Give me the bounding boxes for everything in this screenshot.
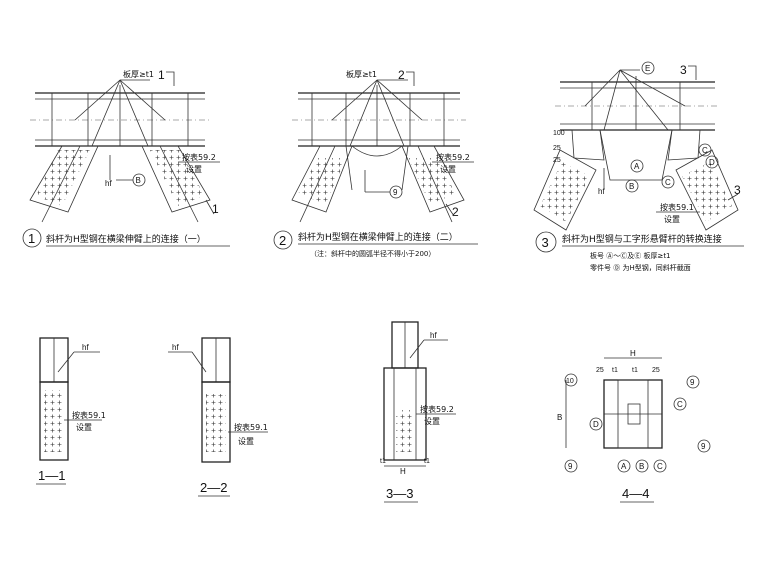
bubble-a-3 [630,159,644,173]
section-1-1-label: 1—1 [38,468,65,483]
bubble-c-s44b-label: C [657,462,663,471]
bubble-d-3-label: D [709,158,715,167]
bubble-b-3 [625,179,639,193]
detail-2-num: 2 [279,233,286,248]
bubble-c-3b [661,175,675,189]
detail-1-marker [22,228,42,248]
bubble-d-s44 [589,417,603,431]
dim-25-b: 25 [553,157,561,164]
bubble-9-s44b [564,459,578,473]
detail-1-title: 斜杆为H型钢在横梁伸臂上的连接（一） [46,233,206,245]
bubble-a-s44 [617,459,631,473]
bubble-9-s44a-label: 9 [690,378,695,387]
detail-3: E 3 3 100 25 25 A B C D C hf 按表59.1 设置 3… [533,61,744,272]
bubble-e-label: E [645,64,650,73]
dim-t1-s33-b: t1 [424,458,430,465]
section-4-4-label: 4—4 [622,486,649,501]
section-3-3-label: 3—3 [386,486,413,501]
detail-3-title: 斜杆为H型钢与工字形悬臂杆的转换连接 [562,233,722,245]
section-3-3: hf 按表59.2 设置 t1 t1 H 3—3 [380,321,456,503]
ref-table-591-s11: 按表59.1 [72,410,106,420]
bubble-c-3b-label: C [665,178,671,187]
detail-2-title: 斜杆为H型钢在横梁伸臂上的连接（二） [298,231,458,243]
dim-h-s33: H [400,467,406,476]
bubble-9-2-label: 9 [393,188,398,197]
weld-hf-s33: hf [430,331,437,340]
weld-hf-3: hf [598,187,605,196]
bubble-a-s44-label: A [621,462,627,471]
dim-t1-s33-a: t1 [380,458,386,465]
bubble-d-s44-label: D [593,420,599,429]
section-1-1: hf 按表59.1 设置 1—1 [36,337,106,485]
detail-1-num: 1 [28,231,35,246]
cut-mark-2-bottom: 2 [452,205,459,219]
bubble-d-3 [705,155,719,169]
ref-table-592-s33: 按表59.2 [420,404,454,414]
setting-s22: 设置 [238,436,254,446]
detail-3-marker [535,231,557,253]
cut-mark-1-bottom: 1 [212,202,219,216]
bubble-b-1-label: B [136,176,141,185]
bubble-9-s44c [697,439,711,453]
bubble-c-s44a-label: C [677,400,683,409]
setting-2: 设置 [440,164,456,174]
cut-mark-2-top: 2 [398,68,405,82]
detail-3-num: 3 [542,235,549,250]
bubble-c-3-label: C [702,146,708,155]
weld-hf-s22: hf [172,343,179,352]
ref-table-591-s22: 按表59.1 [234,422,268,432]
bubble-9-2 [389,185,403,199]
bubble-a-3-label: A [634,162,640,171]
dim-25-a: 25 [553,145,561,152]
dim-100: 100 [553,130,565,137]
dim-t1-s44b: t1 [632,367,638,374]
weld-hf-1: hf [105,179,112,188]
dim-25-s44b: 25 [652,367,660,374]
bubble-9-s44b-label: 9 [568,462,573,471]
bubble-9-s44c-label: 9 [701,442,706,451]
dim-b-s44: B [557,413,562,422]
bubble-10 [564,373,578,387]
bubble-e [641,61,655,75]
cut-mark-3-top: 3 [680,63,687,77]
detail-2-marker [273,230,293,250]
ref-table-591-3: 按表59.1 [660,202,694,212]
section-4-4: H 25 t1 t1 25 B 10 9 9 9 C D A B C 4—4 [557,349,711,503]
detail-3-note: 板号 Ⓐ～Ⓒ及Ⓔ 板厚≥t1 [590,251,671,260]
section-2-2: hf 按表59.1 设置 2—2 [168,337,268,497]
plate-thickness-label-2: 板厚≥t1 [346,69,377,79]
dim-t1-s44a: t1 [612,367,618,374]
setting-s33: 设置 [424,416,440,426]
setting-s11: 设置 [76,422,92,432]
ref-table-592-1: 按表59.2 [182,152,216,162]
plate-thickness-label-1: 板厚≥t1 [123,69,154,79]
detail-2: 板厚≥t1 2 2 9 按表59.2 设置 2 斜杆为H型钢在横梁伸臂上的连接（… [273,68,478,258]
cut-mark-3-right: 3 [734,183,741,197]
detail-2-note: （注：斜杆中的圆弧半径不得小于200） [310,249,435,258]
bubble-c-s44b [653,459,667,473]
bubble-c-s44a [673,397,687,411]
ref-table-592-2: 按表59.2 [436,152,470,162]
dim-h-s44: H [630,349,636,358]
bubble-b-3-label: B [629,182,634,191]
bubble-10-label: 10 [566,378,574,385]
cut-mark-1-top: 1 [158,68,165,82]
bubble-c-3 [698,143,712,157]
weld-hf-s11: hf [82,343,89,352]
detail-3-note2: 零件号 Ⓓ 为H型钢，同斜杆截面 [590,263,691,272]
setting-3: 设置 [664,214,680,224]
bubble-b-s44-label: B [639,462,644,471]
detail-1: 板厚≥t1 1 1 hf B 按表59.2 设置 1 斜杆为H型钢在横梁伸臂上的… [22,68,230,248]
section-2-2-label: 2—2 [200,480,227,495]
setting-1: 设置 [186,164,202,174]
dim-25-s44a: 25 [596,367,604,374]
bubble-9-s44a [686,375,700,389]
bubble-b-s44 [635,459,649,473]
